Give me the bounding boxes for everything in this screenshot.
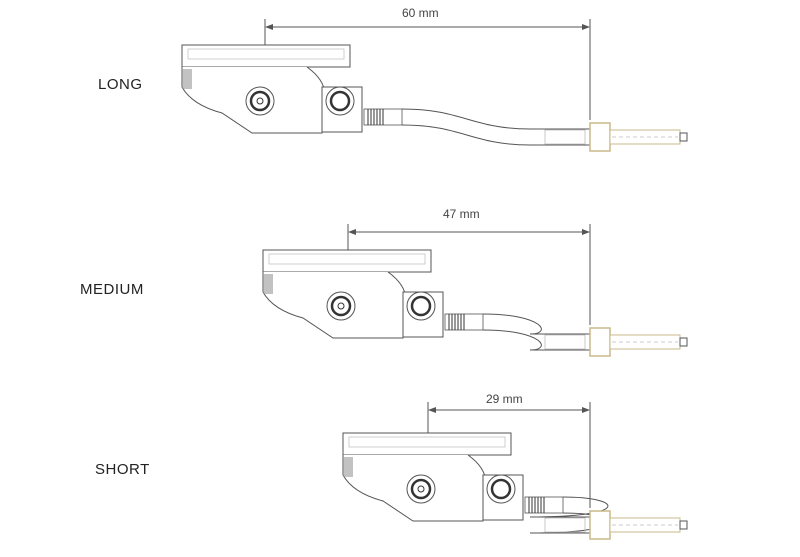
grip-texture	[343, 457, 353, 477]
cable-bar-top	[529, 496, 609, 518]
barrel-adjuster	[544, 334, 586, 350]
arrow-right-icon	[582, 229, 590, 235]
roller-axle	[417, 485, 425, 493]
roller-bearing	[490, 478, 512, 500]
roller-bearing	[410, 295, 432, 317]
variant-label-short: SHORT	[95, 461, 150, 478]
arrow-left-icon	[265, 24, 273, 30]
dimension-text-long: 60 mm	[402, 6, 439, 20]
roller-bearing	[330, 295, 352, 317]
clamp-plate-detail	[348, 436, 506, 448]
cable-bar-top	[482, 313, 590, 335]
roller-bearing	[249, 90, 271, 112]
clamp-plate	[262, 249, 432, 273]
shaft-tip	[679, 520, 688, 530]
dimension-text-short: 29 mm	[486, 392, 523, 406]
roller-axle	[256, 97, 264, 105]
collar	[589, 122, 611, 152]
arrow-right-icon	[582, 24, 590, 30]
arrow-right-icon	[582, 407, 590, 413]
roller-axle	[337, 302, 345, 310]
arrow-left-icon	[348, 229, 356, 235]
roller-bearing	[410, 478, 432, 500]
arrow-left-icon	[428, 407, 436, 413]
roller-bearing	[329, 90, 351, 112]
grip-texture	[182, 69, 192, 89]
grip-texture	[263, 274, 273, 294]
shaft-tip	[679, 132, 688, 142]
barrel-adjuster	[544, 517, 586, 533]
collar	[589, 327, 611, 357]
variant-label-long: LONG	[98, 76, 143, 93]
clamp-plate-detail	[268, 253, 426, 265]
clamp-plate	[181, 44, 351, 68]
variant-label-medium: MEDIUM	[80, 281, 144, 298]
collar	[589, 510, 611, 540]
clamp-plate	[342, 432, 512, 456]
barrel-adjuster	[544, 129, 586, 145]
shaft-tip	[679, 337, 688, 347]
cable-bar-bottom	[482, 329, 590, 351]
cable-bar-top	[401, 108, 590, 130]
cable-bar-bottom	[401, 124, 590, 146]
clamp-plate-detail	[187, 48, 345, 60]
dimension-text-medium: 47 mm	[443, 207, 480, 221]
